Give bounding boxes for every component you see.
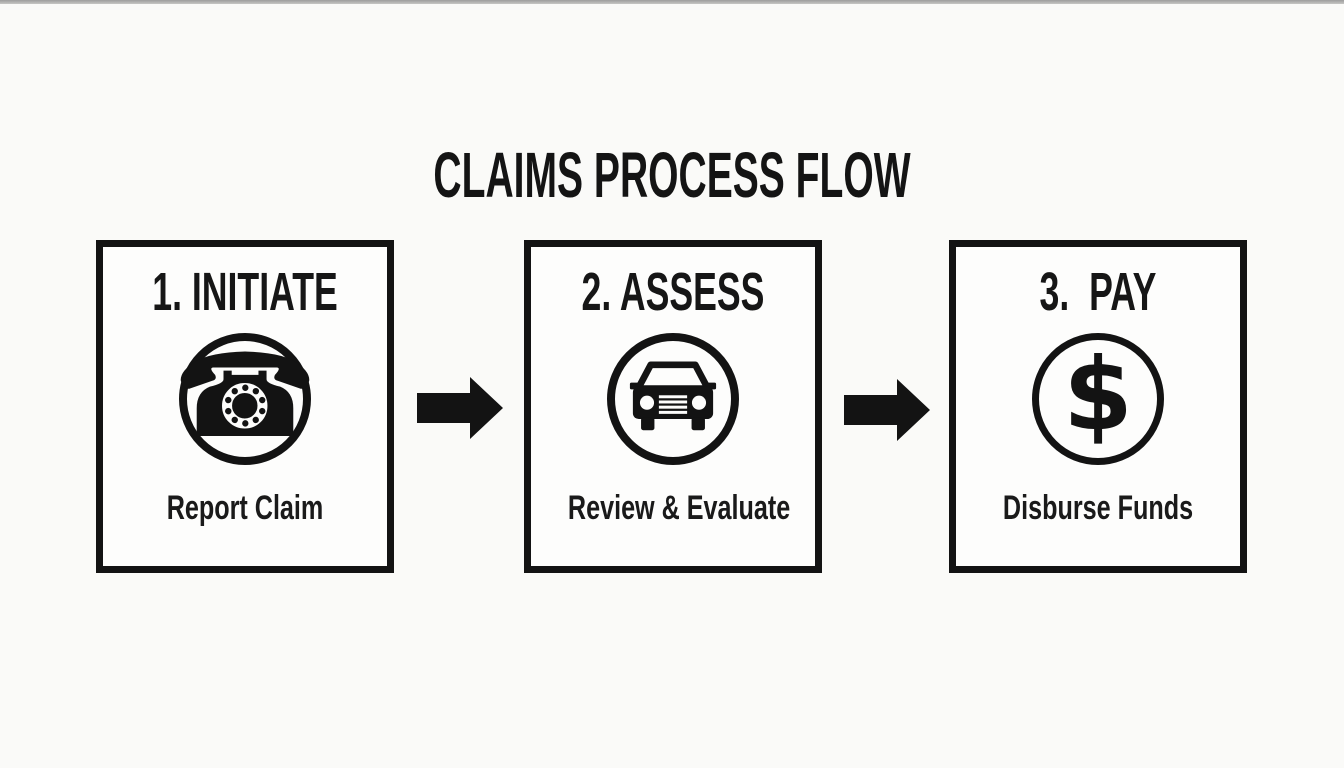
step-label-disburse-funds: Disburse Funds (1002, 489, 1194, 527)
step-box-initiate: 1. INITIATE ☎ Report Claim (96, 240, 394, 573)
step-heading-initiate: 1. INITIATE (152, 262, 338, 322)
dollar-sign-icon: $ (1063, 336, 1133, 453)
top-edge-strip (0, 0, 1344, 4)
step-label-review-evaluate: Review & Evaluate (567, 489, 791, 527)
step-box-pay: 3. PAY $ Disburse Funds (949, 240, 1247, 573)
icon-circle-assess (607, 333, 739, 465)
flow-arrow-icon (844, 379, 930, 441)
rotary-phone-icon: ☎ (172, 329, 318, 464)
step-heading-pay: 3. PAY (1039, 262, 1157, 322)
step-box-assess: 2. ASSESS Review & Evaluate (524, 240, 822, 573)
icon-circle-initiate: ☎ (173, 333, 317, 465)
flow-arrow-icon (417, 377, 503, 439)
step-label-report-claim: Report Claim (166, 489, 324, 527)
step-heading-assess: 2. ASSESS (581, 262, 765, 322)
icon-circle-pay: $ (1032, 333, 1164, 465)
diagram-title: CLAIMS PROCESS FLOW (433, 138, 911, 211)
car-front-icon (629, 361, 717, 431)
